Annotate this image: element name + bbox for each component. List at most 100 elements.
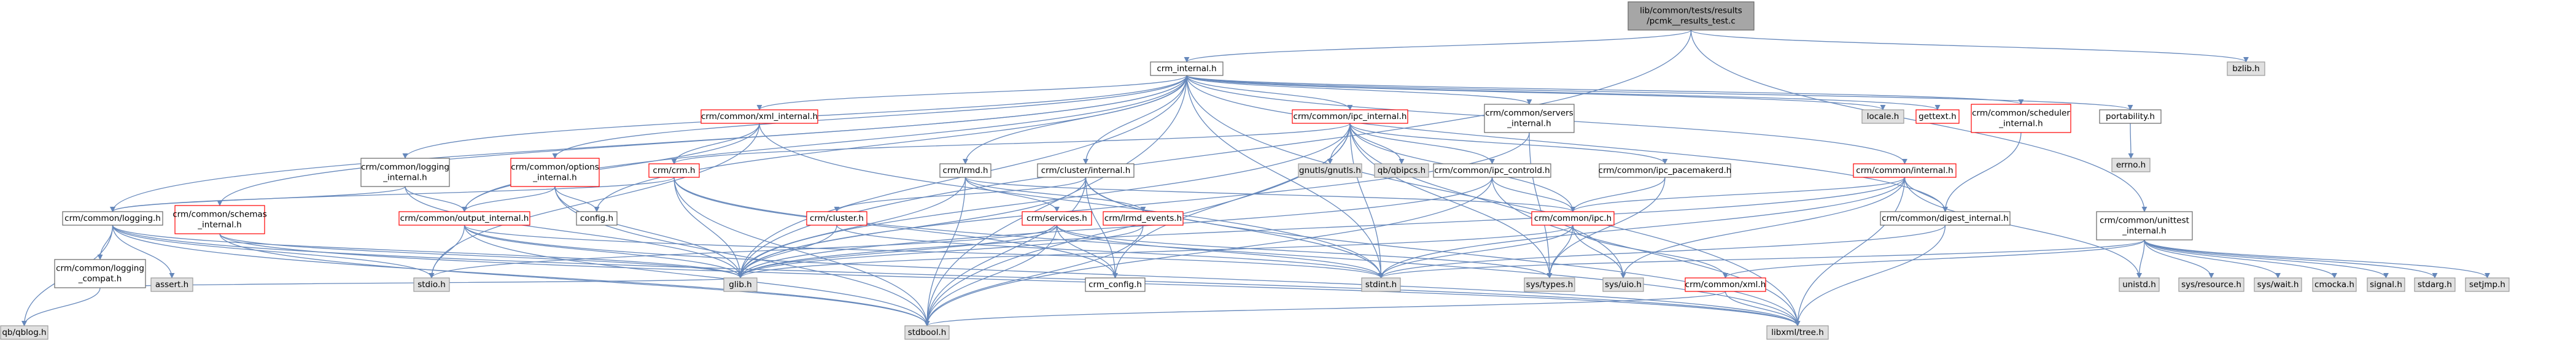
- edge-crm_internal-to-cluster_int: [1082, 75, 1187, 164]
- edge-common_internal-to-libxml: [1794, 177, 1906, 326]
- node-options_int[interactable]: crm/common/options_internal.h: [510, 158, 600, 187]
- edge-logging-to-logging_compat: [97, 225, 114, 260]
- node-portability[interactable]: portability.h: [2099, 109, 2162, 124]
- edge-crm-to-stdbool: [673, 177, 930, 326]
- node-cluster[interactable]: crm/cluster.h: [806, 211, 867, 226]
- node-systypes: sys/types.h: [1524, 277, 1575, 292]
- node-ipc_controld[interactable]: crm/common/ipc_controld.h: [1433, 163, 1551, 178]
- node-crm_config[interactable]: crm_config.h: [1085, 277, 1146, 292]
- node-box-signal: [2367, 277, 2405, 292]
- node-cluster_int[interactable]: crm/cluster/internal.h: [1037, 163, 1135, 178]
- node-ipc[interactable]: crm/common/ipc.h: [1531, 211, 1615, 226]
- node-schemas[interactable]: crm/common/schemas_internal.h: [173, 205, 267, 234]
- node-logging_compat[interactable]: crm/common/logging_compat.h: [54, 259, 146, 288]
- node-box-locale: [1861, 109, 1904, 124]
- node-crm_internal[interactable]: crm_internal.h: [1150, 61, 1224, 76]
- node-root[interactable]: lib/common/tests/results/pcmk__results_t…: [1627, 1, 1755, 31]
- node-label-signal: signal.h: [2370, 280, 2402, 290]
- node-box-crm: [648, 163, 700, 178]
- edge-ipc_internal-to-stdint: [1349, 123, 1384, 279]
- node-label-stdbool: stdbool.h: [908, 328, 947, 337]
- node-config[interactable]: config.h: [576, 211, 618, 226]
- node-label-bzlib: bzlib.h: [2232, 64, 2260, 74]
- edge-cluster_int-to-stdbool: [924, 177, 1087, 326]
- node-label-sysresource: sys/resource.h: [2181, 280, 2241, 290]
- edge-unittest-to-setjmp: [2144, 239, 2490, 279]
- node-sysresource: sys/resource.h: [2178, 277, 2244, 292]
- edge-xml_internal-to-stdio: [429, 123, 760, 279]
- node-label-portability: portability.h: [2106, 112, 2155, 121]
- node-crm[interactable]: crm/crm.h: [648, 163, 700, 178]
- edge-lrmd_events-to-stdbool: [924, 225, 1144, 326]
- node-label-schemas: _internal.h: [197, 220, 241, 230]
- node-syswait: sys/wait.h: [2254, 277, 2302, 292]
- node-logging[interactable]: crm/common/logging.h: [62, 211, 163, 226]
- edge-crm_internal-to-options_int: [552, 75, 1187, 159]
- node-box-errno: [2111, 158, 2151, 172]
- node-libxml: libxml/tree.h: [1766, 325, 1829, 340]
- node-gettext[interactable]: gettext.h: [1915, 109, 1960, 124]
- node-box-logging_compat: [54, 259, 146, 288]
- node-common_internal[interactable]: crm/common/internal.h: [1853, 163, 1957, 178]
- node-xml_internal[interactable]: crm/common/xml_internal.h: [700, 109, 818, 124]
- edge-xml_internal-to-output_int: [462, 123, 760, 212]
- node-lrmd_events[interactable]: crm/lrmd_events.h: [1103, 211, 1184, 226]
- edge-logging-to-stdio: [112, 225, 435, 279]
- node-label-locale: locale.h: [1867, 112, 1899, 121]
- edge-options_int-to-glib: [554, 186, 743, 279]
- node-label-unittest: crm/common/unittest: [2100, 216, 2189, 226]
- node-label-cmocka: cmocka.h: [2314, 280, 2354, 290]
- edge-output_int-to-libxml: [464, 225, 1801, 326]
- edge-root-to-crm_internal: [1184, 29, 1692, 63]
- node-assert: assert.h: [150, 277, 193, 292]
- edge-services-to-stdbool: [924, 225, 1058, 326]
- node-ipc_pacemakerd[interactable]: crm/common/ipc_pacemakerd.h: [1599, 163, 1732, 178]
- edge-crm_internal-to-ipc_internal: [1186, 75, 1353, 110]
- edge-ipc-to-stdint: [1378, 225, 1573, 279]
- node-label-stdint: stdint.h: [1365, 280, 1397, 290]
- node-label-sysuio: sys/uio.h: [1605, 280, 1642, 290]
- edge-common_internal-to-sysuio: [1620, 177, 1906, 279]
- edge-ipc_internal-to-qbipcs: [1349, 123, 1405, 164]
- edges-layer: [21, 29, 2490, 326]
- node-box-systypes: [1524, 277, 1575, 292]
- node-box-ipc_controld: [1433, 163, 1551, 178]
- edge-output_int-to-stdbool: [464, 225, 930, 326]
- node-box-syswait: [2254, 277, 2302, 292]
- node-box-ipc_pacemakerd: [1599, 163, 1731, 178]
- edge-ipc_internal-to-ipc_pacemakerd: [1349, 123, 1668, 164]
- node-box-stdio: [413, 277, 450, 292]
- node-unittest[interactable]: crm/common/unittest_internal.h: [2096, 211, 2193, 240]
- edge-cluster_int-to-crm_config: [1085, 177, 1119, 279]
- edge-ipc-to-systypes: [1546, 225, 1573, 279]
- node-logging_int[interactable]: crm/common/logging_internal.h: [360, 158, 450, 187]
- edge-unittest-to-sysresource: [2144, 239, 2214, 279]
- edge-crm_internal-to-stdbool: [924, 75, 1187, 326]
- edge-output_int-to-glib: [464, 225, 743, 279]
- node-box-cluster_int: [1037, 163, 1135, 178]
- edge-output_int-to-stdio: [429, 225, 465, 279]
- node-label-logging_compat: _compat.h: [78, 274, 122, 284]
- node-gnutls: gnutls/gnutls.h: [1298, 163, 1362, 178]
- node-crm_xml[interactable]: crm/common/xml.h: [1685, 277, 1766, 292]
- node-label-libxml: libxml/tree.h: [1771, 328, 1824, 337]
- edge-unittest-to-unistd: [2136, 239, 2145, 279]
- node-label-lrmd: crm/lrmd.h: [942, 166, 988, 175]
- node-label-ipc_internal: crm/common/ipc_internal.h: [1294, 112, 1407, 121]
- node-stdbool: stdbool.h: [904, 325, 950, 340]
- node-digest[interactable]: crm/common/digest_internal.h: [1880, 211, 2011, 226]
- node-servers[interactable]: crm/common/servers_internal.h: [1484, 104, 1575, 133]
- node-services[interactable]: crm/services.h: [1022, 211, 1092, 226]
- node-box-libxml: [1766, 325, 1829, 340]
- node-lrmd[interactable]: crm/lrmd.h: [939, 163, 991, 178]
- node-label-logging_int: _internal.h: [382, 173, 427, 183]
- node-box-root: [1627, 1, 1755, 31]
- node-box-ipc: [1531, 211, 1615, 226]
- edge-ipc_controld-to-glib: [737, 177, 1493, 279]
- edge-crm_internal-to-gettext: [1186, 75, 1941, 110]
- node-output_int[interactable]: crm/common/output_internal.h: [398, 211, 530, 226]
- node-box-stdarg: [2414, 277, 2456, 292]
- edge-crm-to-crm_config: [673, 177, 1118, 279]
- node-scheduler[interactable]: crm/common/scheduler_internal.h: [1971, 104, 2071, 133]
- node-ipc_internal[interactable]: crm/common/ipc_internal.h: [1292, 109, 1408, 124]
